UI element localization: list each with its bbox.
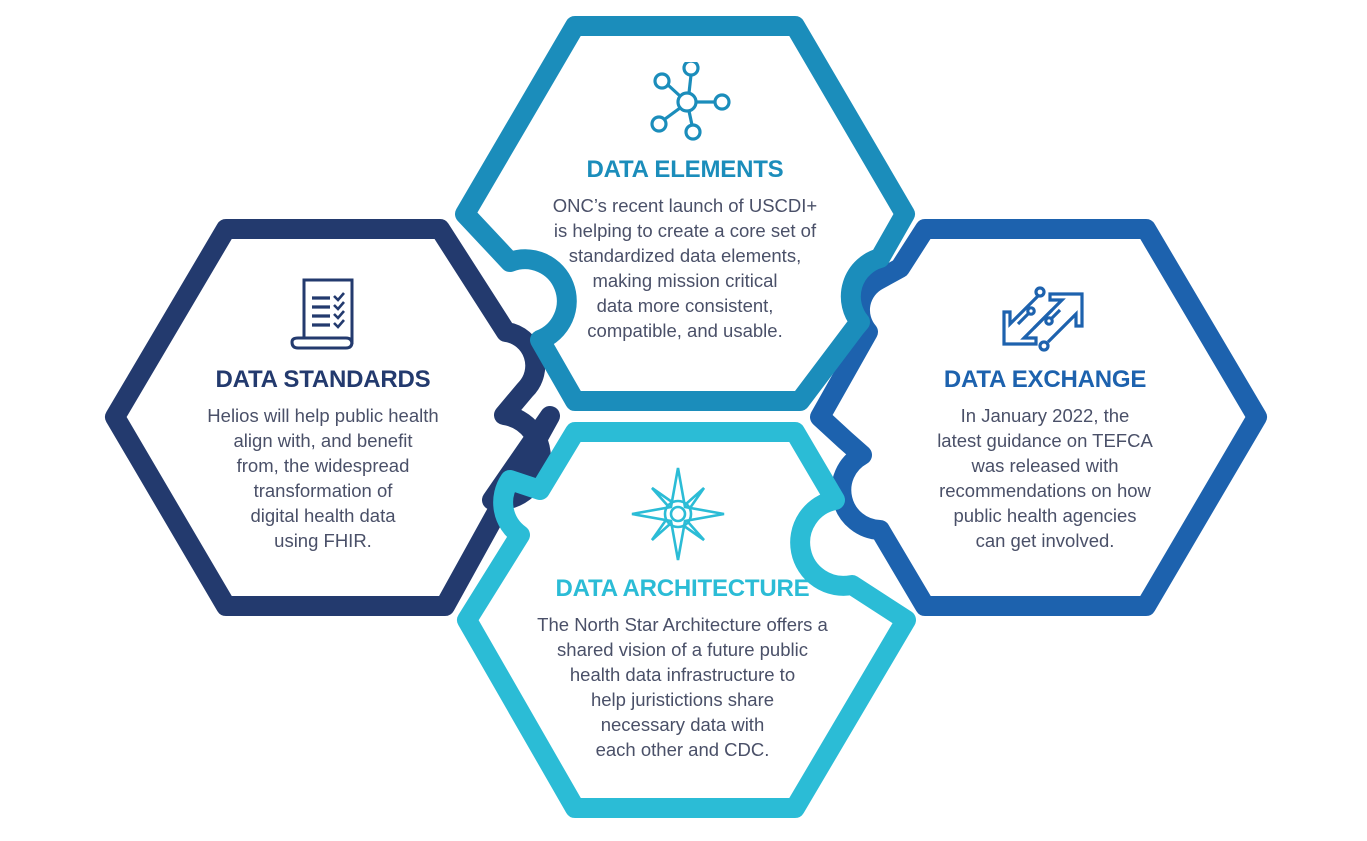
bidirectional-circuit-arrows-icon	[1000, 286, 1086, 357]
text-line: In January 2022, the	[960, 405, 1130, 426]
text-line: can get involved.	[975, 530, 1115, 551]
data-elements-description: ONC’s recent launch of USCDI+ is helping…	[480, 193, 890, 343]
data-standards-title: DATA STANDARDS	[215, 366, 431, 393]
network-nodes-icon	[645, 59, 735, 149]
text-line: making mission critical	[592, 270, 778, 291]
text-line: data more consistent,	[596, 295, 774, 316]
text-line: health data infrastructure to	[569, 664, 796, 685]
text-line: align with, and benefit	[233, 430, 413, 451]
data-exchange-description: In January 2022, the latest guidance on …	[855, 403, 1235, 553]
data-standards-description: Helios will help public health align wit…	[133, 403, 513, 553]
text-line: shared vision of a future public	[557, 639, 808, 660]
text-line: digital health data	[250, 505, 396, 526]
text-line: latest guidance on TEFCA	[937, 430, 1153, 451]
compass-star-icon	[630, 466, 726, 567]
text-line: using FHIR.	[274, 530, 372, 551]
text-line: compatible, and usable.	[587, 320, 783, 341]
checklist-document-icon	[290, 278, 356, 357]
text-line: public health agencies	[953, 505, 1137, 526]
text-line: necessary data with	[600, 714, 765, 735]
text-line: each other and CDC.	[595, 739, 770, 760]
text-line: The North Star Architecture offers a	[537, 614, 828, 635]
text-line: ONC’s recent launch of USCDI+	[552, 195, 818, 216]
text-line: recommendations on how	[939, 480, 1151, 501]
data-elements-title: DATA ELEMENTS	[586, 156, 784, 183]
data-exchange-title: DATA EXCHANGE	[943, 366, 1147, 393]
hexagon-data-architecture	[457, 422, 916, 818]
text-line: from, the widespread	[236, 455, 410, 476]
text-line: help juristictions share	[590, 689, 775, 710]
text-line: was released with	[971, 455, 1119, 476]
text-line: standardized data elements,	[568, 245, 802, 266]
text-line: transformation of	[253, 480, 393, 501]
hexagon-data-elements	[455, 16, 915, 411]
data-architecture-description: The North Star Architecture offers a sha…	[470, 612, 895, 762]
hexagon-data-exchange	[810, 219, 1267, 616]
text-line: Helios will help public health	[207, 405, 439, 426]
data-architecture-title: DATA ARCHITECTURE	[555, 575, 810, 602]
text-line: is helping to create a core set of	[553, 220, 817, 241]
